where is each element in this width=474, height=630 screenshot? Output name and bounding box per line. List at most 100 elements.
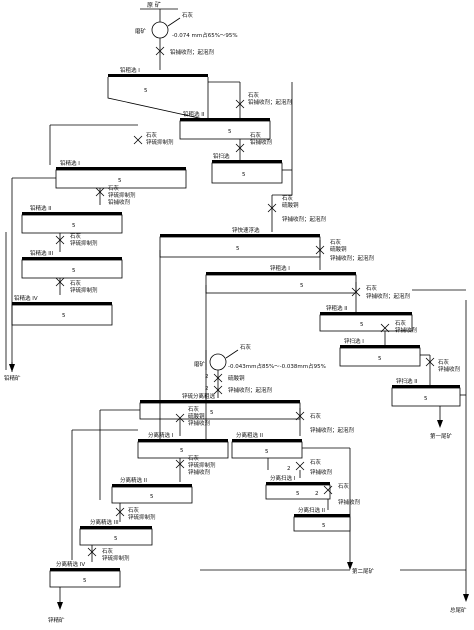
svg-text:铅精选 IV: 铅精选 IV [14,294,38,302]
svg-text:铅捕收剂: 铅捕收剂 [108,198,131,206]
svg-text:石灰: 石灰 [188,454,200,462]
svg-text:5: 5 [72,223,76,229]
svg-text:分离精选 III: 分离精选 III [90,518,119,526]
total-tailing: 总尾矿 [450,606,467,614]
svg-text:石灰: 石灰 [250,131,262,139]
tailing-2: 第二尾矿 [352,567,375,575]
svg-text:5: 5 [114,536,118,542]
svg-text:锌硫抑制剂: 锌硫抑制剂 [128,513,156,521]
svg-text:2: 2 [205,374,209,380]
svg-text:锌扫选 I: 锌扫选 I [344,337,364,345]
svg-text:5: 5 [62,313,66,319]
svg-text:锌硫抑制剂: 锌硫抑制剂 [102,554,130,562]
svg-text:5: 5 [242,172,246,178]
svg-text:5: 5 [378,356,382,362]
svg-text:锌捕收剂；起泡剂: 锌捕收剂；起泡剂 [310,426,355,434]
lead-rougher-label: 铅粗选 I [120,66,140,74]
svg-text:锌捕收剂: 锌捕收剂 [188,468,211,476]
svg-text:5: 5 [228,129,232,135]
svg-text:锌硫抑制剂: 锌硫抑制剂 [188,461,216,469]
svg-text:铅粗选 II: 铅粗选 II [183,110,205,118]
svg-text:锌粗选 II: 锌粗选 II [326,304,348,312]
svg-text:铅捕收剂；起泡剂: 铅捕收剂；起泡剂 [248,98,293,106]
svg-text:5: 5 [150,494,154,500]
svg-text:石灰: 石灰 [70,232,82,240]
svg-text:分离精选 I: 分离精选 I [148,431,174,439]
svg-text:5: 5 [300,283,304,289]
svg-text:5: 5 [72,268,76,274]
svg-text:硫酸铜: 硫酸铜 [282,201,299,209]
lead-concentrate: 铅精矿 [4,374,21,382]
grinding-mill-1 [151,21,169,39]
svg-text:锌捕收剂；起泡剂: 锌捕收剂；起泡剂 [228,386,273,394]
svg-text:5: 5 [360,322,364,328]
svg-text:锌捕收剂: 锌捕收剂 [338,498,361,506]
reagent-add-marker [155,46,165,56]
ore-label: 原 矿 [147,1,161,9]
tailing-1: 第一尾矿 [430,432,453,440]
svg-text:锌捕收剂: 锌捕收剂 [438,365,461,373]
svg-text:石灰: 石灰 [102,547,114,555]
svg-text:石灰: 石灰 [282,194,294,202]
svg-text:铅扫选: 铅扫选 [213,152,230,160]
svg-text:锌捕收剂: 锌捕收剂 [395,326,418,334]
svg-text:分离精选 II: 分离精选 II [120,476,147,484]
svg-text:锌硫抑制剂: 锌硫抑制剂 [70,239,98,247]
svg-text:锌捕收剂: 锌捕收剂 [188,419,211,427]
svg-text:5: 5 [265,449,269,455]
svg-text:锌硫抑制剂: 锌硫抑制剂 [146,138,174,146]
svg-text:石灰: 石灰 [188,405,200,413]
svg-text:石灰: 石灰 [108,184,120,192]
svg-text:分离粗选 II: 分离粗选 II [236,431,263,439]
grinding1-label: 磨矿 [135,27,147,35]
svg-text:石灰: 石灰 [310,412,322,420]
svg-text:石灰: 石灰 [366,284,378,292]
svg-text:铅精选 II: 铅精选 II [30,204,52,212]
svg-text:石灰: 石灰 [438,358,450,366]
svg-text:锌粗选 I: 锌粗选 I [270,264,290,272]
svg-text:石灰: 石灰 [240,343,252,351]
svg-text:磨矿: 磨矿 [194,360,206,368]
svg-text:锌硫抑制剂: 锌硫抑制剂 [70,286,98,294]
svg-text:硫酸铜: 硫酸铜 [228,374,245,382]
svg-text:硫酸铜: 硫酸铜 [330,245,347,253]
svg-text:石灰: 石灰 [70,279,82,287]
svg-text:5: 5 [83,578,87,584]
grinding-mill-2 [209,353,227,371]
svg-text:2: 2 [287,466,291,472]
svg-text:石灰: 石灰 [248,91,260,99]
zinc-concentrate: 锌精矿 [48,616,65,624]
svg-text:硫酸铜: 硫酸铜 [188,412,205,420]
svg-text:锌捕收剂: 锌捕收剂 [310,468,333,476]
grinding1-lime: 石灰 [182,11,194,19]
grinding1-spec: -0.074 mm占65%～95% [172,31,238,39]
svg-text:5: 5 [144,88,148,94]
svg-text:分离精选 IV: 分离精选 IV [56,560,85,568]
svg-text:石灰: 石灰 [395,319,407,327]
svg-text:5: 5 [210,410,214,416]
svg-text:锌捕收剂；起泡剂: 锌捕收剂；起泡剂 [366,292,411,300]
svg-text:锌捕收剂；起泡剂: 锌捕收剂；起泡剂 [282,215,327,223]
svg-text:2: 2 [205,386,209,392]
svg-text:铅精选 I: 铅精选 I [60,159,80,167]
svg-text:分离扫选 II: 分离扫选 II [298,506,325,514]
svg-text:铅精选 III: 铅精选 III [30,249,53,257]
svg-text:5: 5 [296,491,300,497]
svg-text:5: 5 [180,448,184,454]
svg-text:锌硫分离粗选: 锌硫分离粗选 [182,392,216,400]
svg-text:锌扫选 II: 锌扫选 II [396,377,418,385]
svg-text:2: 2 [315,491,319,497]
svg-text:5: 5 [322,523,326,529]
svg-text:5: 5 [424,396,428,402]
svg-text:石灰: 石灰 [330,238,342,246]
svg-text:石灰: 石灰 [128,506,140,514]
svg-text:石灰: 石灰 [310,458,322,466]
svg-text:5: 5 [236,246,240,252]
svg-text:铅捕收剂: 铅捕收剂 [250,138,273,146]
svg-text:锌快速浮选: 锌快速浮选 [232,226,260,234]
svg-text:锌捕收剂；起泡剂: 锌捕收剂；起泡剂 [330,254,375,262]
svg-text:-0.043mm占85%～-0.038mm占95%: -0.043mm占85%～-0.038mm占95% [228,362,326,370]
svg-text:石灰: 石灰 [146,131,158,139]
svg-text:石灰: 石灰 [338,482,350,490]
